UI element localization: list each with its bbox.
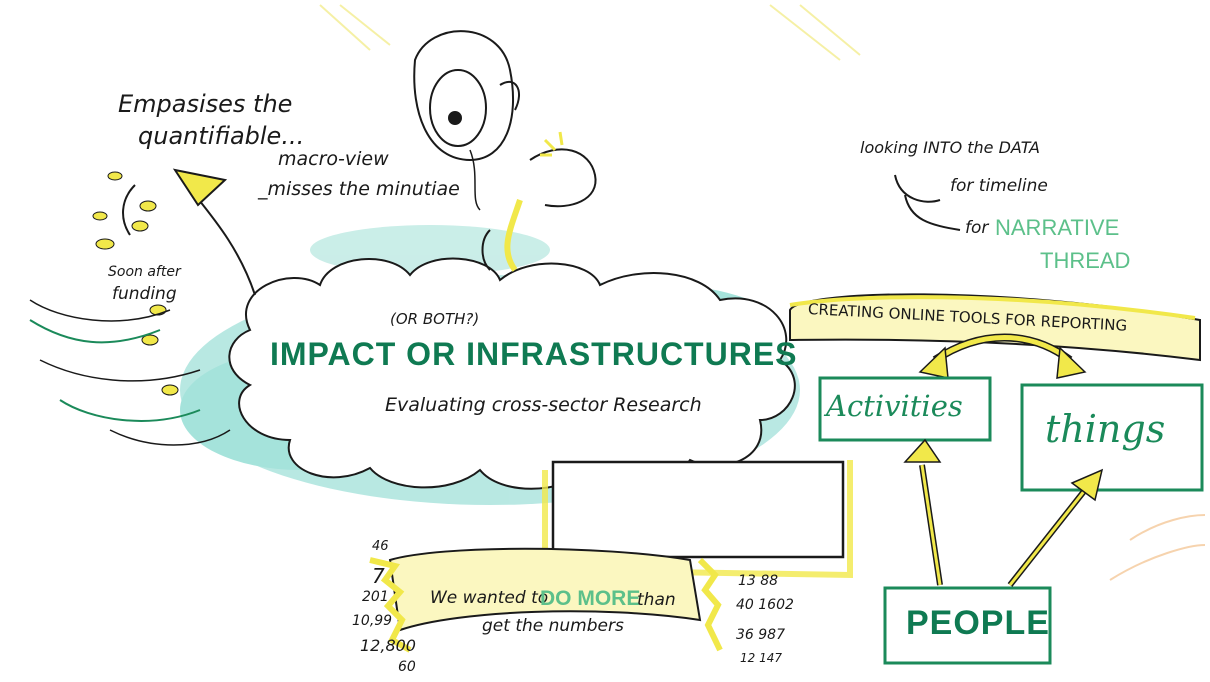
people-to-activities-arrow (903, 438, 943, 586)
spark-icon (540, 131, 564, 157)
funding-line1: Soon after (108, 264, 181, 280)
left-number-2: 7 (372, 564, 385, 588)
right-number-3: 36 987 (736, 627, 785, 643)
character-sketch (413, 30, 597, 272)
hands-green-outline (29, 319, 201, 422)
numbers-prefix: We wanted to (430, 588, 549, 608)
data-line4-highlight: THREAD (1040, 248, 1131, 273)
reporting-banner (789, 293, 1201, 362)
left-number-4: 10,99 (352, 613, 393, 629)
double-arrow-icon (918, 333, 1087, 379)
data-curves (894, 174, 961, 231)
title-or-both: (OR BOTH?) (390, 310, 480, 328)
people-to-things-arrow (1007, 468, 1104, 587)
people-label: PEOPLE (906, 604, 1050, 642)
funding-line2: funding (112, 284, 177, 304)
up-arrow-icon (172, 168, 256, 296)
orange-accent-strokes (1109, 514, 1206, 581)
data-line3-highlight: NARRATIVE (995, 215, 1120, 240)
activities-label: Activities (826, 389, 963, 423)
things-label: things (1045, 407, 1166, 451)
yellow-rays-top-right (319, 4, 861, 61)
title-subtitle: Evaluating cross-sector Research (385, 394, 702, 416)
things-box (1020, 383, 1204, 492)
numbers-line2: get the numbers (482, 616, 624, 636)
empty-box (551, 460, 845, 559)
hands-sketch (29, 299, 231, 446)
numbers-suffix: than (637, 590, 676, 610)
macro-line1: macro-view (278, 148, 389, 170)
right-number-1: 13 88 (738, 573, 779, 589)
down-arrow-icon (122, 184, 136, 236)
quantifiable-line1: Empasises the (118, 90, 293, 118)
left-number-6: 60 (398, 659, 416, 675)
numbers-highlight: DO MORE (540, 587, 641, 610)
right-number-4: 12 147 (740, 651, 782, 665)
right-number-2: 40 1602 (736, 597, 794, 613)
page-title: IMPACT OR INFRASTRUCTURES (270, 336, 798, 372)
people-box (883, 586, 1052, 665)
data-line1: looking INTO the DATA (860, 138, 1040, 157)
quantifiable-line2: quantifiable... (138, 122, 305, 150)
left-number-3: 201 (362, 589, 389, 605)
empty-box-yellow-frame (542, 460, 853, 579)
numbers-banner (369, 547, 723, 653)
data-line3-prefix: for (965, 218, 989, 238)
title-cloud (228, 257, 796, 490)
left-number-1: 46 (372, 539, 389, 554)
macro-line2: _misses the minutiae (258, 178, 460, 200)
left-number-5: 12,800 (360, 636, 416, 655)
data-line2: for timeline (950, 176, 1048, 196)
activities-box (818, 376, 992, 442)
